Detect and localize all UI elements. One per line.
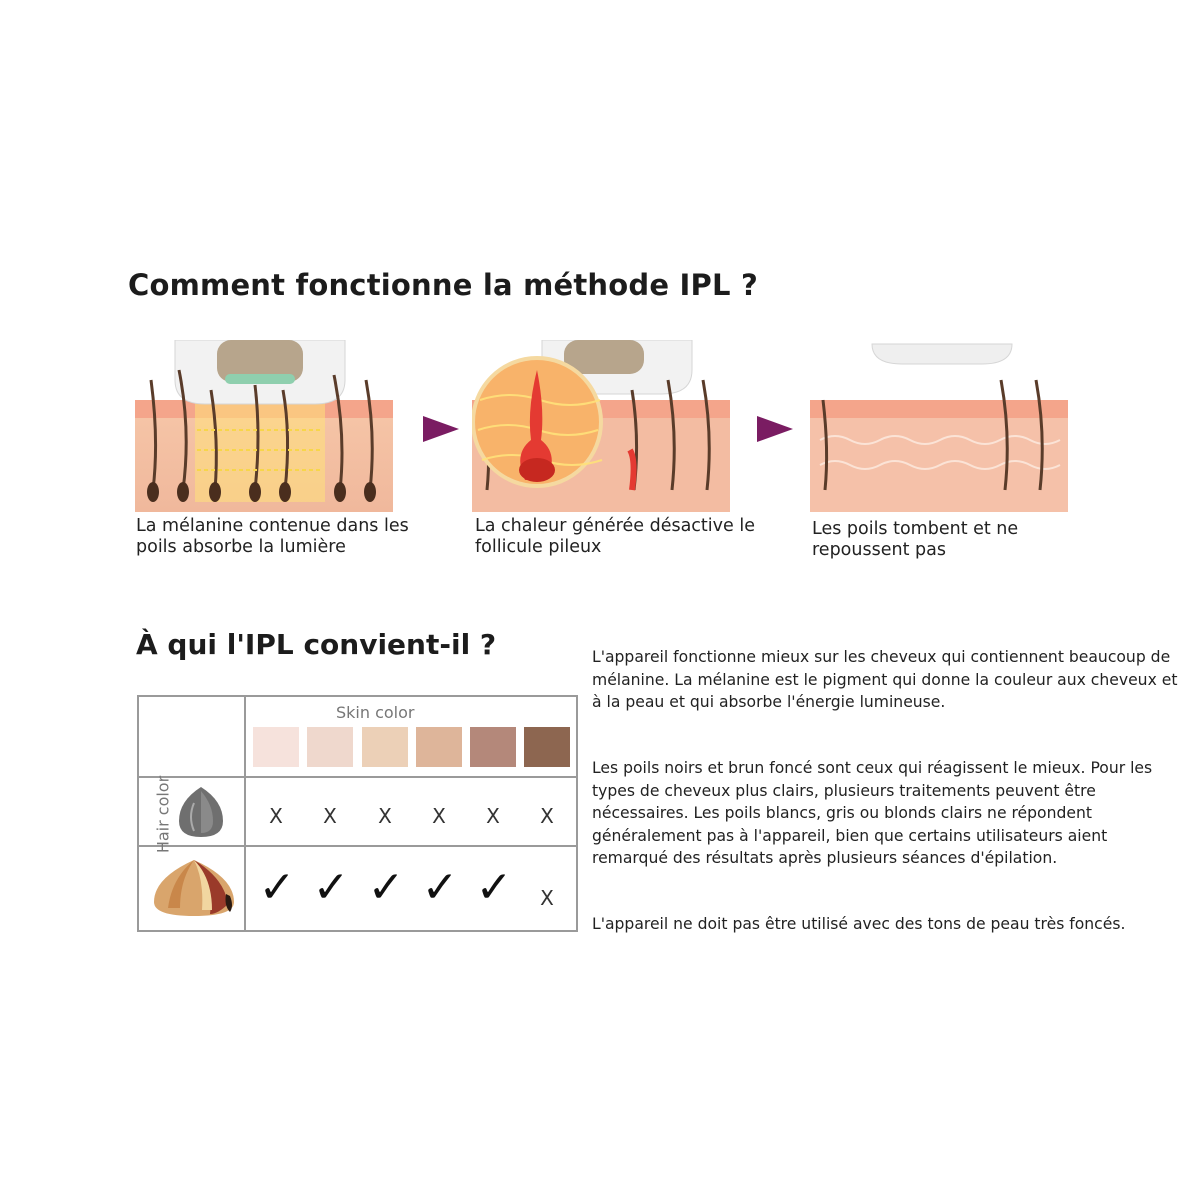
compatibility-table: [137, 695, 578, 932]
x-mark: X: [323, 804, 337, 828]
table-divider: [244, 695, 246, 932]
description-paragraph: L'appareil ne doit pas être utilisé avec…: [592, 915, 1126, 933]
description-paragraph: Les poils noirs et brun foncé sont ceux …: [592, 759, 1153, 867]
skin-swatch: [253, 727, 299, 767]
section-title-how-it-works: Comment fonctionne la méthode IPL ?: [128, 268, 758, 302]
step2-caption: La chaleur générée désactive le follicul…: [475, 516, 755, 557]
x-mark: X: [378, 804, 392, 828]
x-mark: X: [432, 804, 446, 828]
check-mark: ✓: [258, 862, 296, 913]
arrow-icon: [423, 416, 459, 442]
check-mark: ✓: [421, 862, 459, 913]
check-mark: ✓: [475, 862, 513, 913]
skin-swatch: [362, 727, 408, 767]
skin-swatch: [524, 727, 570, 767]
x-mark: X: [269, 804, 283, 828]
x-mark: X: [540, 886, 554, 910]
step2-illustration: [472, 340, 730, 512]
skin-swatch: [470, 727, 516, 767]
step1-caption: La mélanine contenue dans les poils abso…: [136, 516, 409, 557]
x-mark: X: [540, 804, 554, 828]
mixed-hair-sample-icon: [154, 860, 234, 916]
skin-swatch: [416, 727, 462, 767]
x-mark: X: [486, 804, 500, 828]
check-mark: ✓: [367, 862, 405, 913]
step3-illustration: [810, 343, 1068, 512]
step1-illustration: [135, 340, 393, 512]
section-title-suitability: À qui l'IPL convient-il ?: [136, 628, 497, 661]
table-divider: [137, 845, 578, 847]
skin-swatch: [307, 727, 353, 767]
step3-caption: Les poils tombent et ne repoussent pas: [812, 519, 1019, 560]
description-paragraph: L'appareil fonctionne mieux sur les chev…: [592, 648, 1178, 711]
arrow-icon: [757, 416, 793, 442]
gray-hair-sample-icon: [179, 787, 223, 837]
skin-color-label: Skin color: [336, 703, 415, 722]
hair-color-label: Hair color: [153, 775, 173, 854]
table-divider: [137, 776, 578, 778]
check-mark: ✓: [312, 862, 350, 913]
